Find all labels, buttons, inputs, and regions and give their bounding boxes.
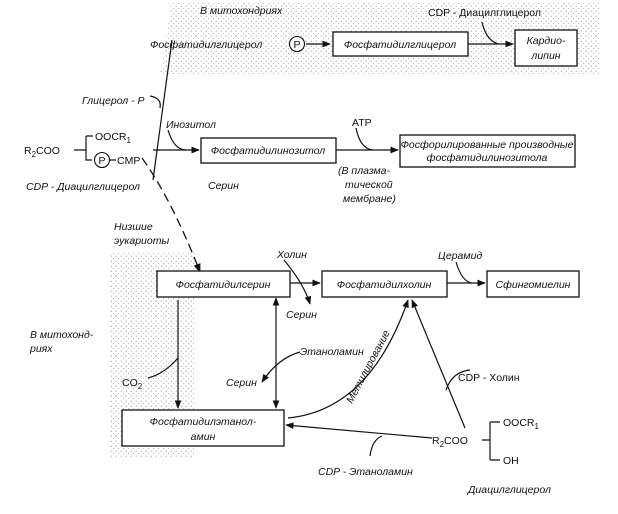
membrane-note-line3: мембране) — [343, 193, 396, 205]
phosphatidylcholine-box — [321, 270, 448, 298]
phosphatidylcholine-label: Фосфатидилхолин — [337, 279, 432, 291]
dag-r2coo: R2COO — [432, 435, 468, 449]
inositol-label: Инозитол — [166, 119, 216, 131]
phosphorylated-pi-box — [399, 134, 576, 168]
cdp-ethanolamine-input — [369, 435, 383, 457]
ethanolamine-label: Этаноламин — [300, 346, 364, 358]
phosphate-circle-label: P — [293, 39, 300, 51]
mitochondria-top-label: В митохондриях — [200, 5, 283, 17]
lower-eukaryotes-label-line2: эукариоты — [114, 235, 169, 247]
mitochondria-left-label-line2: риях — [29, 343, 53, 355]
phosphorylated-pi-label-line2: фосфатидилинозитола — [427, 152, 548, 164]
phosphatidylinositol-box — [200, 137, 337, 164]
phosphatidylglycerol-phosphate-label: Фосфатидилглицерол — [150, 39, 262, 51]
sphingomyelin-label: Сфингомиелин — [496, 279, 571, 291]
dag-to-pe-arrow — [285, 422, 433, 439]
cdp-diacylglycerol-top-label: CDP - Диацилглицерол — [428, 7, 541, 19]
membrane-note-line1: (В плазма- — [338, 165, 391, 177]
mitochondria-left-region — [110, 252, 195, 458]
phosphatidylinositol-label: Фосфатидилинозитол — [211, 145, 325, 157]
dag-to-pc-arrow — [411, 299, 466, 429]
phosphatidylethanolamine-box — [121, 409, 285, 447]
co2-label: CO2 — [122, 377, 143, 391]
phosphate-circle-icon — [288, 35, 306, 53]
methylation-label: Метилирование — [344, 328, 393, 405]
phosphatidylethanolamine-label-line2: амин — [191, 431, 216, 443]
cdp-choline-input — [445, 369, 471, 391]
mitochondria-left-label-line1: В митохонд- — [30, 329, 94, 341]
dag-oh: OH — [503, 455, 519, 467]
methylation-curve-arrow — [287, 299, 409, 419]
main-branch-line — [152, 39, 173, 181]
cdp-ethanolamine-label: CDP - Этаноламин — [318, 466, 413, 478]
serine-dashed-label: Серин — [208, 180, 239, 192]
cdp-dag-bracket — [74, 135, 93, 161]
glycerol-phosphate-label: Глицерол - P — [82, 95, 145, 107]
ceramide-label: Церамид — [438, 250, 482, 262]
inositol-input — [167, 129, 187, 151]
phosphorylated-pi-label-line1: Фосфорилированные производные — [401, 139, 574, 151]
phosphatidylglycerol-box — [332, 31, 469, 57]
ethanolamine-serine-exchange — [261, 351, 301, 383]
cdp-dag-phosphate-label: P — [98, 155, 105, 167]
co2-branch-line — [147, 357, 179, 379]
cardiolipin-label-line1: Кардио- — [527, 35, 566, 47]
atp-input — [355, 127, 373, 151]
serine-dashed-arrow — [141, 157, 201, 273]
glycerol-p-arrow — [149, 95, 161, 109]
phosphatidylserine-label: Фосфатидилсерин — [176, 279, 271, 291]
cdp-diacylglycerol-left-label: CDP - Диацилглицерол — [26, 181, 140, 193]
ceramide-input — [455, 261, 473, 284]
lower-eukaryotes-label-line1: Низшие — [114, 221, 153, 233]
phosphatidylserine-box — [156, 270, 291, 298]
cdp-dag-top-input — [481, 21, 499, 45]
phosphatidylethanolamine-label-line1: Фосфатидилэтанол- — [150, 416, 257, 428]
cdp-dag-oocr1: OOCR1 — [95, 131, 132, 145]
cdp-dag-cmp-label: CMP — [117, 155, 140, 167]
serine-in-label: Серин — [226, 377, 257, 389]
membrane-note-line2: тической — [345, 179, 393, 191]
serine-out-label: Серин — [286, 309, 317, 321]
cardiolipin-box — [514, 29, 578, 67]
phosphatidylglycerol-box-label: Фосфатидилглицерол — [344, 39, 456, 51]
sphingomyelin-box — [486, 270, 580, 298]
cdp-choline-label: CDP - Холин — [458, 372, 520, 384]
atp-label: ATP — [352, 117, 372, 129]
choline-label: Холин — [276, 249, 307, 261]
dag-bracket — [482, 421, 500, 461]
cdp-dag-phosphate-icon — [93, 151, 111, 169]
diacylglycerol-label: Диацилглицерол — [467, 484, 551, 496]
cardiolipin-label-line2: липин — [530, 50, 560, 62]
dag-oocr1: OOCR1 — [503, 417, 540, 431]
cholin-serine-exchange — [283, 259, 312, 305]
cdp-dag-r2coo: R2COO — [24, 145, 60, 159]
